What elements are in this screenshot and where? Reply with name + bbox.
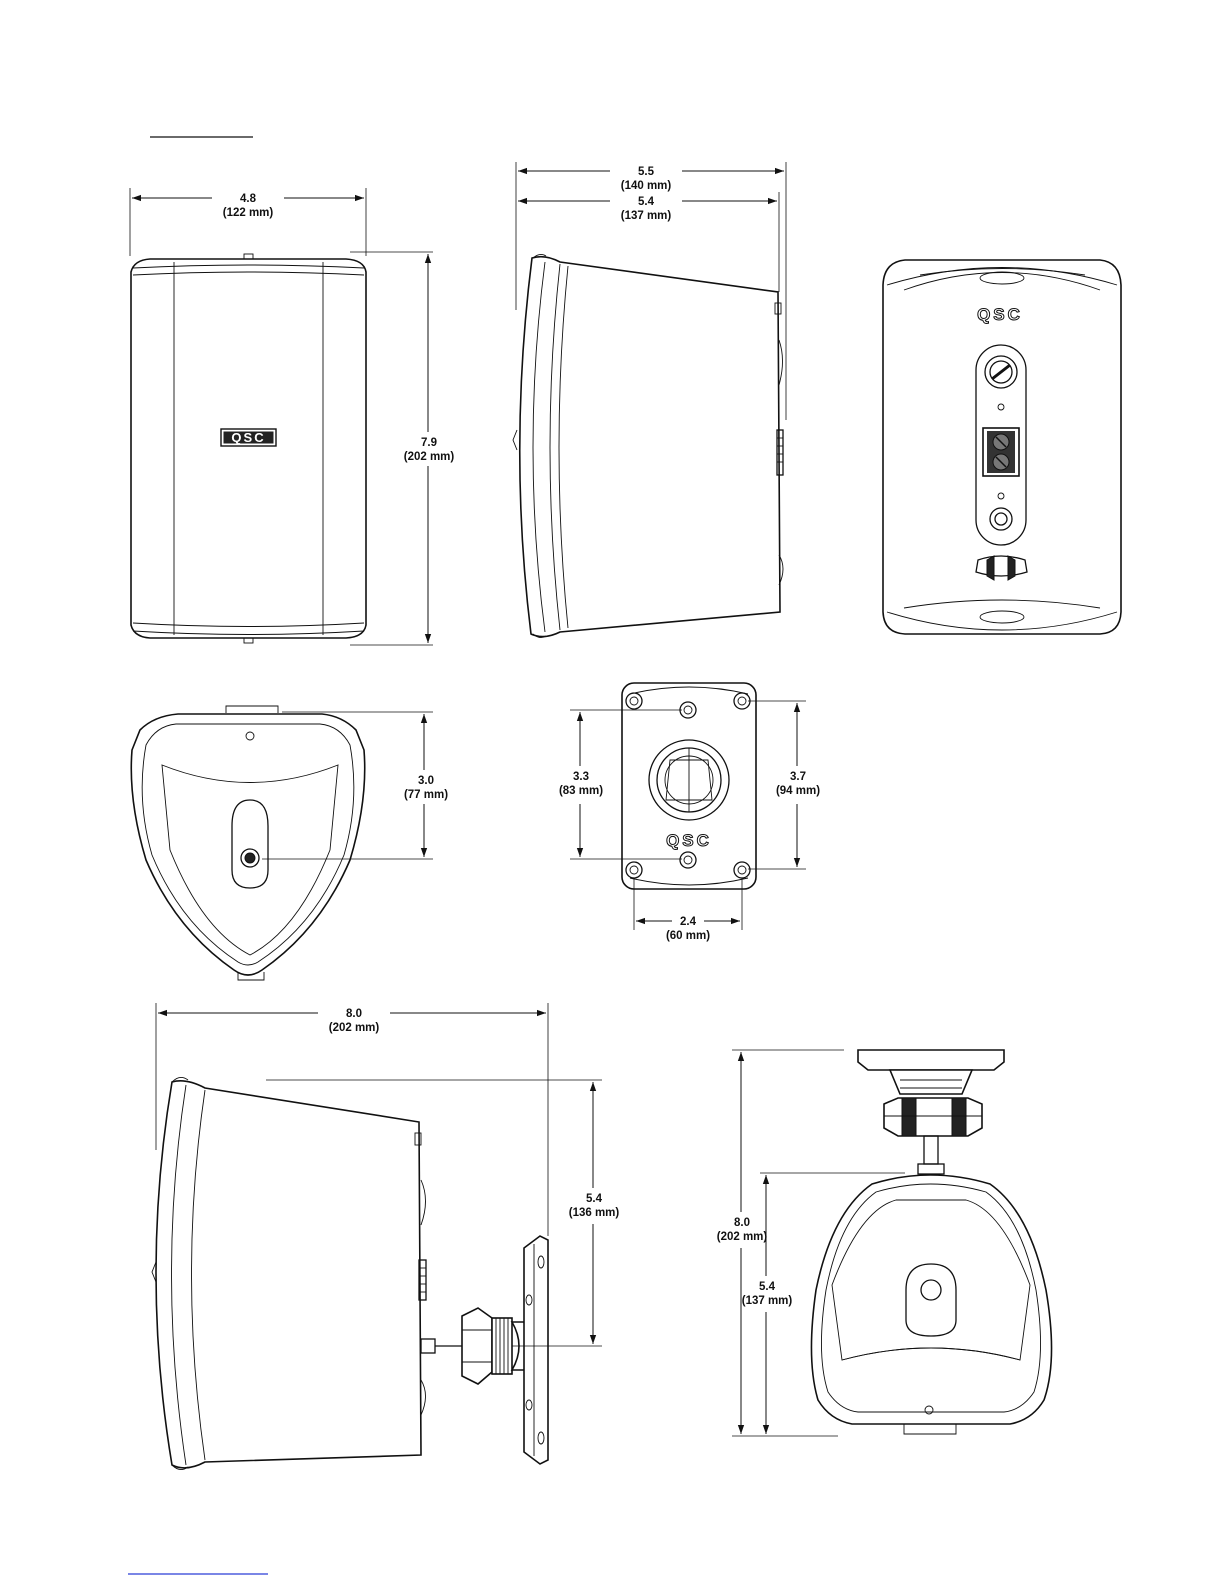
dim-metric: (122 mm) <box>223 207 274 219</box>
mounted-side-ball-joint <box>421 1308 527 1384</box>
front-width-dimension: 4.8 (122 mm) <box>130 188 366 256</box>
dim-value: 5.4 <box>759 1281 776 1293</box>
dim-value: 5.4 <box>586 1193 603 1205</box>
bracket-logo-text: QSC <box>666 831 712 850</box>
dim-metric: (60 mm) <box>666 930 710 942</box>
dim-metric: (140 mm) <box>621 180 672 192</box>
dim-value: 8.0 <box>346 1008 362 1020</box>
dim-metric: (136 mm) <box>569 1207 620 1219</box>
dim-value: 5.5 <box>638 166 655 178</box>
dim-value: 8.0 <box>734 1217 750 1229</box>
dim-metric: (202 mm) <box>404 451 455 463</box>
mounted-front-wall-plate <box>858 1050 1004 1094</box>
bracket-outer-height-dimension: 3.7 (94 mm) <box>748 701 820 869</box>
front-view: QSC <box>131 254 366 643</box>
mounted-side-wall-plate <box>524 1236 548 1464</box>
rear-mount-screw-icon <box>985 356 1017 388</box>
front-logo-text: QSC <box>231 430 265 445</box>
mounted-front-ball-joint <box>884 1098 982 1174</box>
dim-value: 2.4 <box>680 916 697 928</box>
dim-metric: (77 mm) <box>404 789 448 801</box>
rear-view: QSC <box>883 260 1121 634</box>
dim-value: 3.0 <box>418 775 434 787</box>
side-view <box>513 254 783 637</box>
dim-metric: (137 mm) <box>742 1295 793 1307</box>
dim-value: 4.8 <box>240 193 257 205</box>
dim-metric: (202 mm) <box>329 1022 380 1034</box>
mounted-front-view <box>811 1050 1051 1434</box>
dim-metric: (137 mm) <box>621 210 672 222</box>
front-qsc-logo-badge: QSC <box>221 429 276 446</box>
bracket-qsc-logo: QSC <box>666 831 712 850</box>
rear-qsc-logo: QSC <box>977 305 1023 324</box>
rear-speaker-terminal <box>983 428 1019 476</box>
dim-metric: (94 mm) <box>776 785 820 797</box>
rear-logo-text: QSC <box>977 305 1023 324</box>
dim-metric: (202 mm) <box>717 1231 768 1243</box>
dim-value: 3.7 <box>790 771 806 783</box>
dim-value: 7.9 <box>421 437 437 449</box>
mounted-side-view <box>152 1077 548 1469</box>
bracket-view: QSC <box>622 683 756 889</box>
dim-value: 5.4 <box>638 196 655 208</box>
top-view <box>131 706 364 980</box>
dim-metric: (83 mm) <box>559 785 603 797</box>
dim-value: 3.3 <box>573 771 589 783</box>
